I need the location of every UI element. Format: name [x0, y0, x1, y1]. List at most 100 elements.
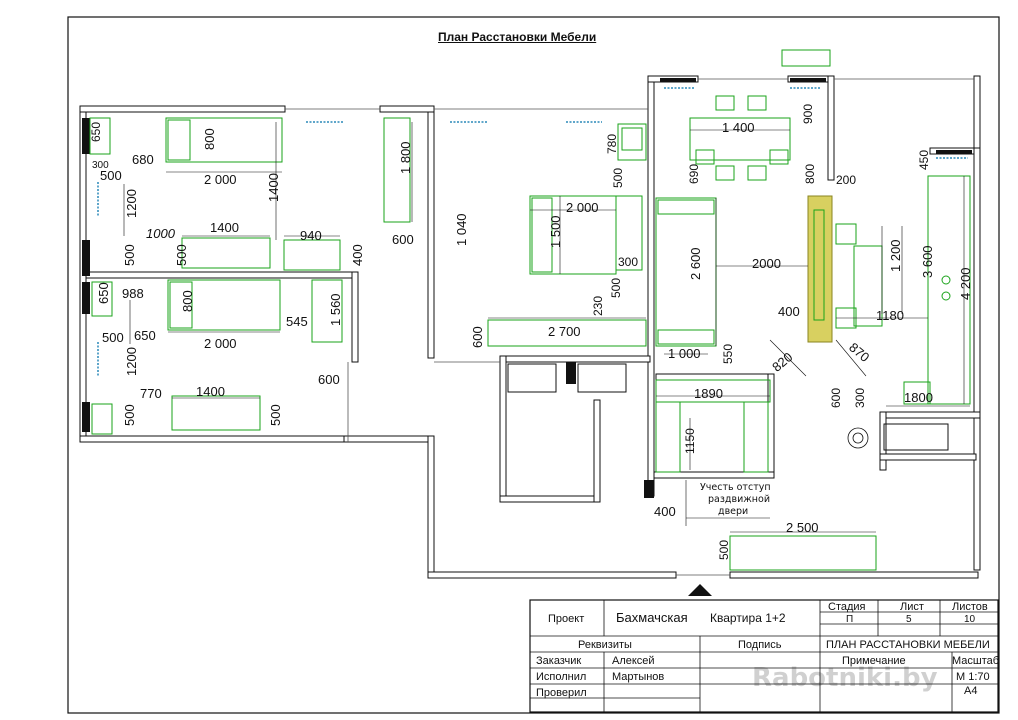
dim-label: 2 000	[566, 200, 599, 215]
executor-label: Исполнил	[536, 671, 586, 683]
customer-value: Алексей	[612, 655, 655, 667]
dim-label: 1400	[210, 220, 239, 235]
scale-value: М 1:70	[956, 671, 990, 683]
dim-label: 940	[300, 228, 322, 243]
dim-label: 780	[605, 134, 619, 154]
sheets-label: Листов	[952, 601, 988, 613]
dim-label: 650	[96, 282, 111, 304]
plan-title: План Расстановки Мебели	[438, 30, 597, 44]
sheet-frame	[67, 16, 1000, 714]
checked-label: Проверил	[536, 687, 587, 699]
dim-label: 1000	[146, 226, 176, 241]
dim-label: 2 600	[688, 247, 703, 280]
dimension-lines	[123, 122, 970, 533]
furniture	[89, 49, 971, 571]
tv-panel-inner	[813, 209, 825, 321]
dim-label: 400	[350, 244, 365, 266]
stage-label: Стадия	[828, 601, 866, 613]
dim-label: 230	[591, 296, 605, 316]
dim-label: 450	[917, 150, 931, 170]
dim-label: 650	[134, 328, 156, 343]
title-block	[529, 599, 999, 713]
dim-label: 1150	[683, 428, 697, 454]
note-line: двери	[718, 506, 748, 517]
dim-label: 820	[769, 349, 795, 374]
dim-label: 545	[286, 314, 308, 329]
dim-label: 4 200	[958, 267, 973, 300]
dim-label: 1180	[876, 308, 904, 323]
dim-label: 1 000	[668, 346, 701, 361]
window-openings	[285, 78, 974, 576]
dim-label: 300	[853, 388, 867, 408]
dim-label: 2 700	[548, 324, 581, 339]
signature-label: Подпись	[738, 639, 782, 651]
entrance-arrow-icon	[688, 584, 712, 596]
sheet-label: Лист	[900, 601, 924, 613]
dim-label: 600	[470, 326, 485, 348]
sheets-value: 10	[964, 614, 976, 625]
dim-label: 300	[618, 255, 638, 269]
dim-label: 1890	[694, 386, 723, 401]
scale-label: Масштаб	[952, 655, 999, 667]
format-value: А4	[964, 685, 977, 697]
dim-label: 300	[92, 160, 109, 171]
dim-label: 400	[654, 504, 676, 519]
dim-label: 988	[122, 286, 144, 301]
dim-label: 3 600	[920, 245, 935, 278]
drawing-title: ПЛАН РАССТАНОВКИ МЕБЕЛИ	[826, 639, 990, 651]
dim-label: 2000	[752, 256, 781, 271]
tv-panel-highlight	[807, 195, 833, 343]
dim-label: 2 000	[204, 336, 237, 351]
dim-label: 500	[611, 168, 625, 188]
dim-label: 500	[122, 244, 137, 266]
wall-hatch	[82, 78, 972, 498]
dim-label: 800	[803, 164, 817, 184]
dim-label: 200	[836, 173, 856, 187]
dim-label: 2 000	[204, 172, 237, 187]
note-line: раздвижной	[708, 494, 770, 505]
walls	[79, 75, 981, 579]
dim-label: 600	[392, 232, 414, 247]
requisites-label: Реквизиты	[578, 639, 632, 651]
customer-label: Заказчик	[536, 655, 581, 667]
dim-label: 870	[846, 340, 872, 365]
project-name: Бахмачская	[616, 610, 688, 625]
plant-icon	[847, 427, 869, 449]
dim-label: 800	[202, 128, 217, 150]
dim-label: 600	[829, 388, 843, 408]
dim-label: 690	[687, 164, 701, 184]
dim-label: 500	[100, 168, 122, 183]
windows	[97, 87, 968, 376]
dim-label: 1 040	[454, 213, 469, 246]
dim-label: 1800	[904, 390, 933, 405]
dim-label: 900	[801, 104, 815, 124]
dim-label: 500	[102, 330, 124, 345]
note-label: Примечание	[842, 655, 906, 667]
stage-value: П	[846, 614, 853, 625]
dim-label: 650	[89, 122, 103, 142]
dim-label: 1 500	[548, 215, 563, 248]
dim-label: 600	[318, 372, 340, 387]
dim-label: 1400	[266, 173, 281, 202]
dim-label: 1 400	[722, 120, 755, 135]
sheet-value: 5	[906, 614, 912, 625]
dim-label: 1 800	[398, 141, 413, 174]
project-label: Проект	[548, 613, 584, 625]
title-block-text: Проект Бахмачская Квартира 1+2 Стадия П …	[536, 601, 999, 699]
dim-label: 680	[132, 152, 154, 167]
dim-label: 400	[778, 304, 800, 319]
watermark-text: Rabotniki.by	[752, 663, 938, 693]
dim-label: 1200	[124, 189, 139, 218]
dim-label: 500	[268, 404, 283, 426]
watermark: Rabotniki.by	[752, 663, 938, 693]
dim-label: 800	[180, 290, 195, 312]
dim-label: 1 560	[328, 293, 343, 326]
dim-label: 500	[609, 278, 623, 298]
note-line: Учесть отступ	[700, 482, 771, 493]
dim-label: 770	[140, 386, 162, 401]
dim-label: 1 200	[888, 239, 903, 272]
dim-label: 500	[122, 404, 137, 426]
dim-label: 1200	[124, 347, 139, 376]
dim-label: 1400	[196, 384, 225, 399]
